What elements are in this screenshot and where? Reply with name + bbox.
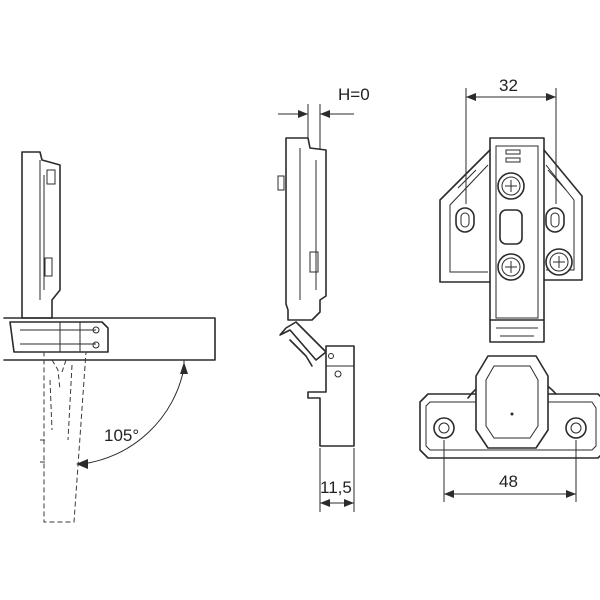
screw-plate-right — [545, 248, 573, 276]
angle-arrow-bottom — [76, 459, 88, 469]
cup-center-point — [510, 412, 514, 416]
hinge-pivot-2 — [92, 341, 100, 349]
width-arrow-right — [546, 93, 556, 101]
arm-mark-2 — [505, 157, 521, 163]
spacing-arrow-right — [566, 490, 576, 498]
screw-adjust-bottom — [497, 253, 525, 281]
profile-hinge-cup — [307, 345, 355, 447]
hinge-knuckle — [489, 319, 545, 343]
adjust-slot — [499, 209, 523, 245]
profile-cup-pivot-2 — [328, 353, 334, 359]
depth-arrow-left — [320, 499, 330, 507]
overlay-arrow-right — [320, 110, 330, 118]
spacing-arrow-left — [444, 490, 454, 498]
hinge-pivot — [92, 326, 100, 334]
plate-slot-right — [545, 207, 565, 233]
plate-ribs — [457, 169, 567, 191]
plate-slot-left-inner — [460, 212, 470, 228]
profile-cup-pivot — [334, 370, 342, 378]
width-arrow-left — [466, 93, 476, 101]
overlay-arrow-left — [298, 110, 308, 118]
side-view-profile: H=0 11,5 — [277, 85, 370, 512]
profile-arm-inner — [299, 148, 317, 300]
plate-slot-left — [455, 207, 475, 233]
profile-clip — [277, 175, 285, 191]
depth-arrow-right — [344, 499, 354, 507]
hinge-arm-front-inner — [495, 145, 539, 319]
cabinet-side-panel — [21, 151, 61, 319]
cup-octagon — [475, 355, 549, 449]
front-view: 32 48 — [419, 76, 600, 502]
flange-hole-left-inner — [438, 422, 450, 434]
arm-mark-1 — [505, 149, 521, 155]
hinge-knuckle-lines — [496, 327, 538, 337]
angle-arc — [81, 367, 185, 465]
cup-octagon-inner — [485, 365, 539, 439]
plate-width-label: 32 — [499, 76, 518, 95]
profile-arm-body — [285, 137, 327, 321]
cup-depth-label: 11,5 — [320, 478, 352, 497]
mounting-plate — [439, 149, 583, 283]
cup-flange-inner — [425, 401, 597, 451]
mount-screw-detail — [44, 257, 53, 277]
side-view-open: 105° — [3, 151, 216, 523]
flange-hole-right — [565, 417, 587, 439]
opening-angle-label: 105° — [104, 426, 139, 445]
profile-hinge-link-2 — [289, 339, 313, 367]
flange-hole-right-inner — [570, 422, 582, 434]
plate-detail — [46, 169, 56, 185]
plate-slot-right-inner — [550, 212, 560, 228]
screw-adjust-top — [497, 172, 525, 200]
hinge-arm-details — [20, 322, 96, 352]
profile-screw — [309, 251, 319, 273]
hinge-arm — [9, 321, 109, 353]
panel-inner-lines — [39, 160, 45, 300]
flange-hole-left — [433, 417, 455, 439]
door-open-position — [40, 351, 87, 523]
cup-spacing-label: 48 — [499, 472, 518, 491]
cup-flange — [419, 393, 600, 459]
profile-hinge-link — [279, 321, 327, 361]
overlay-label: H=0 — [338, 85, 370, 104]
door-panel — [3, 317, 216, 361]
